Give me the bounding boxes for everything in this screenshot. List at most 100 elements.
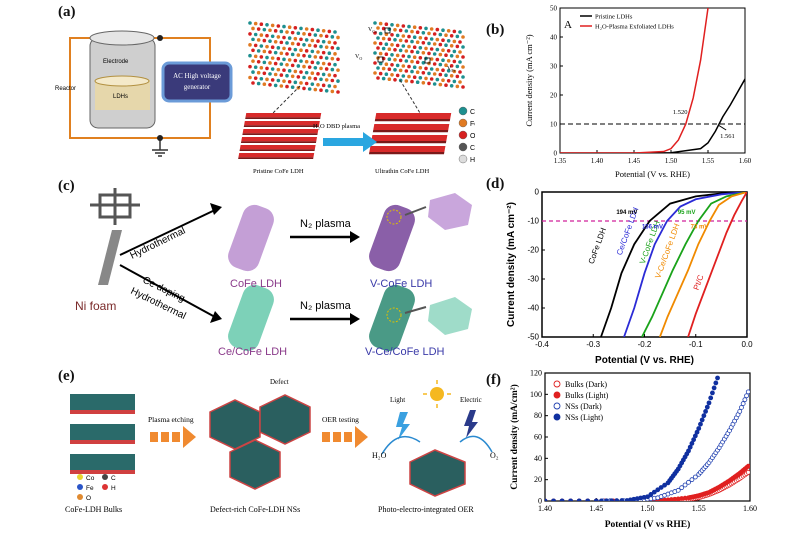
lattice-atom (256, 27, 261, 31)
lattice-atom (415, 70, 420, 74)
lattice-atom (327, 73, 332, 77)
data-point (710, 390, 715, 396)
lattice-atom (293, 26, 298, 30)
lattice-atom (427, 31, 431, 36)
integrated-text: Photo-electro-integrated OER (378, 505, 474, 514)
lattice-atom (307, 54, 312, 59)
ni-foam-rod (98, 230, 122, 285)
lattice-atom (327, 29, 332, 34)
legend-label-o: O (470, 133, 475, 140)
lattice-atom (287, 36, 292, 40)
lattice-atom (438, 72, 443, 77)
lattice-atom (251, 81, 255, 85)
lattice-atom (268, 72, 272, 76)
generator-line1: AC High voltage (173, 72, 221, 80)
lattice-atom (310, 71, 315, 76)
lattice-atom (449, 84, 454, 88)
lattice-atom (259, 44, 264, 48)
lattice-atom (336, 90, 340, 94)
lattice-atom (336, 35, 340, 40)
legend-label-h: H (470, 157, 475, 164)
data-point (740, 401, 746, 406)
ldh-layer-edge (245, 117, 321, 120)
data-point (686, 479, 691, 485)
ldh-layer-edge (238, 157, 314, 159)
h2o-text: H₂O (372, 451, 387, 460)
lattice-atom (310, 49, 315, 54)
lattice-atom (429, 37, 434, 41)
lattice-atom (398, 28, 403, 33)
lattice-atom (390, 43, 394, 47)
lattice-atom (412, 25, 417, 29)
data-point (704, 404, 710, 410)
data-point (651, 489, 657, 495)
lattice-atom (336, 57, 340, 62)
lattice-atom (307, 32, 312, 37)
lattice-atom (446, 29, 451, 33)
lattice-atom (285, 73, 289, 78)
y-tick-label: 30 (550, 63, 558, 71)
lattice-atom (438, 32, 443, 37)
data-point (658, 485, 664, 490)
lattice-atom (452, 69, 457, 74)
y-axis-label: Current density (mA/cm²) (509, 384, 520, 490)
annotation-arrow (717, 124, 727, 131)
x-tick-label: 0.0 (741, 340, 753, 349)
lattice-atom (444, 43, 448, 47)
legend-label-co: Co (86, 475, 95, 482)
lattice-atom (276, 46, 281, 50)
lattice-atom (321, 83, 326, 88)
lattice-atom (449, 44, 454, 48)
lattice-atom (461, 85, 465, 89)
x-tick-label: 1.45 (589, 504, 603, 513)
legend-atom-fe (458, 118, 468, 128)
legend-atom-co (77, 474, 83, 480)
legend-label-c: C (111, 475, 116, 482)
lattice-atom (441, 58, 445, 62)
panel-e-label: (e) (58, 368, 75, 384)
legend-label: NSs (Light) (565, 413, 603, 422)
data-point (609, 498, 615, 501)
ldh-layer (373, 124, 450, 131)
panel-c-label: (c) (58, 178, 75, 194)
lattice-atom (279, 51, 284, 56)
lattice-atom (262, 27, 267, 32)
lattice-atom (407, 74, 411, 79)
lattice-atom (446, 79, 451, 83)
lattice-atom (378, 31, 383, 36)
lattice-atom (299, 37, 303, 42)
lattice-atom (384, 72, 389, 76)
lattice-atom (415, 30, 420, 34)
lattice-atom (395, 53, 400, 58)
lattice-atom (461, 75, 465, 79)
y-tick-label: 100 (530, 390, 542, 399)
lattice-atom (435, 37, 440, 42)
lattice-atom (415, 40, 420, 44)
lattice-atom (259, 55, 264, 59)
lattice-atom (270, 23, 275, 28)
lattice-atom (282, 24, 286, 29)
lattice-atom (376, 66, 380, 70)
etching-text: Plasma etching (148, 415, 194, 424)
lattice-atom (321, 61, 326, 66)
ldh-layer-edge (243, 125, 320, 128)
x-tick-label: -0.2 (638, 340, 652, 349)
lattice-atom (452, 39, 457, 44)
lattice-atom (424, 46, 428, 51)
lattice-atom (376, 76, 380, 80)
lattice-atom (324, 56, 329, 60)
lattice-atom (287, 69, 292, 73)
oer-text: OER testing (322, 415, 359, 424)
lattice-atom (418, 56, 423, 60)
lattice-atom (401, 74, 406, 78)
legend-atom-o (77, 494, 83, 500)
lattice-atom (452, 59, 457, 64)
lattice-atom (427, 41, 431, 46)
lattice-atom (262, 71, 267, 76)
lattice-atom (421, 81, 426, 85)
lattice-atom (441, 28, 445, 32)
lattice-atom (393, 68, 397, 72)
lattice-atom (327, 51, 332, 56)
legend-atom-co (458, 106, 468, 116)
lattice-atom (262, 82, 267, 86)
